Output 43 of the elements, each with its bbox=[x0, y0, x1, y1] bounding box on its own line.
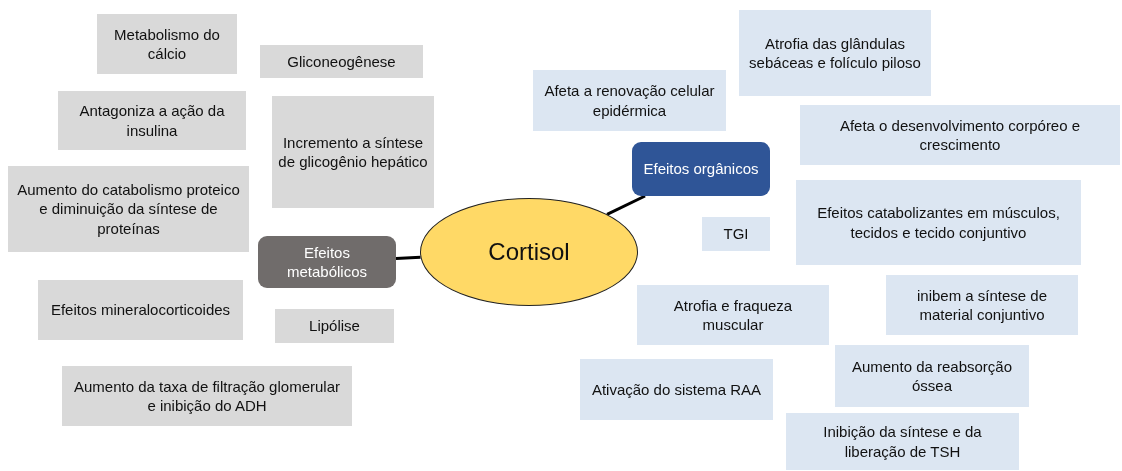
effect-box bbox=[97, 14, 237, 74]
node-label: Ativação do sistema RAA bbox=[591, 379, 762, 400]
node-label: inibem a síntese de material conjuntivo bbox=[915, 285, 1049, 325]
node-label: Afeta a renovação celular epidérmica bbox=[543, 81, 716, 120]
node-label: Aumento do catabolismo proteico e diminuição da síntese de proteínas bbox=[16, 179, 241, 239]
node-label: Efeitos metabólicos bbox=[285, 242, 368, 282]
node-label: Lipólise bbox=[309, 316, 360, 336]
effect-box bbox=[533, 70, 726, 131]
effect-box bbox=[702, 217, 770, 251]
node-label: Inibição da síntese e da liberação de TSH bbox=[822, 422, 983, 461]
effect-box bbox=[58, 91, 246, 150]
effect-box bbox=[8, 166, 249, 252]
effect-box bbox=[260, 45, 423, 78]
category-box bbox=[258, 236, 396, 288]
node-label: TGI bbox=[723, 224, 749, 244]
effect-box bbox=[580, 359, 773, 420]
effect-box bbox=[786, 413, 1019, 470]
effect-box bbox=[800, 105, 1120, 165]
node-label: Efeitos mineralocorticoides bbox=[50, 300, 231, 320]
effect-box bbox=[272, 96, 434, 208]
connector-line bbox=[395, 255, 421, 261]
category-box bbox=[632, 142, 770, 196]
node-label: Metabolismo do cálcio bbox=[113, 24, 221, 64]
node-label: Aumento da reabsorção óssea bbox=[850, 356, 1014, 396]
effect-box bbox=[38, 280, 243, 340]
node-label: Aumento da taxa de filtração glomerular e inibição do ADH bbox=[73, 376, 341, 416]
node-label: Efeitos catabolizantes em músculos, tecidos e tecido conjuntivo bbox=[816, 203, 1061, 242]
effect-box bbox=[835, 345, 1029, 407]
node-label: Cortisol bbox=[488, 237, 570, 268]
effect-box bbox=[739, 10, 931, 96]
node-label: Atrofia das glândulas sebáceas e folículo piloso bbox=[748, 33, 922, 73]
effect-box bbox=[796, 180, 1081, 265]
effect-box bbox=[886, 275, 1078, 335]
node-label: Incremento a síntese de glicogênio hepático bbox=[278, 132, 428, 172]
node-label: Antagoniza a ação da insulina bbox=[78, 101, 226, 140]
node-label: Atrofia e fraqueza muscular bbox=[672, 295, 794, 335]
effect-box bbox=[637, 285, 829, 345]
effect-box bbox=[275, 309, 394, 343]
connector-line bbox=[606, 194, 646, 216]
node-label: Afeta o desenvolvimento corpóreo e crescimento bbox=[838, 115, 1082, 155]
node-label: Gliconeogênese bbox=[287, 51, 396, 72]
effect-box bbox=[62, 366, 352, 426]
node-label: Efeitos orgânicos bbox=[643, 159, 759, 179]
